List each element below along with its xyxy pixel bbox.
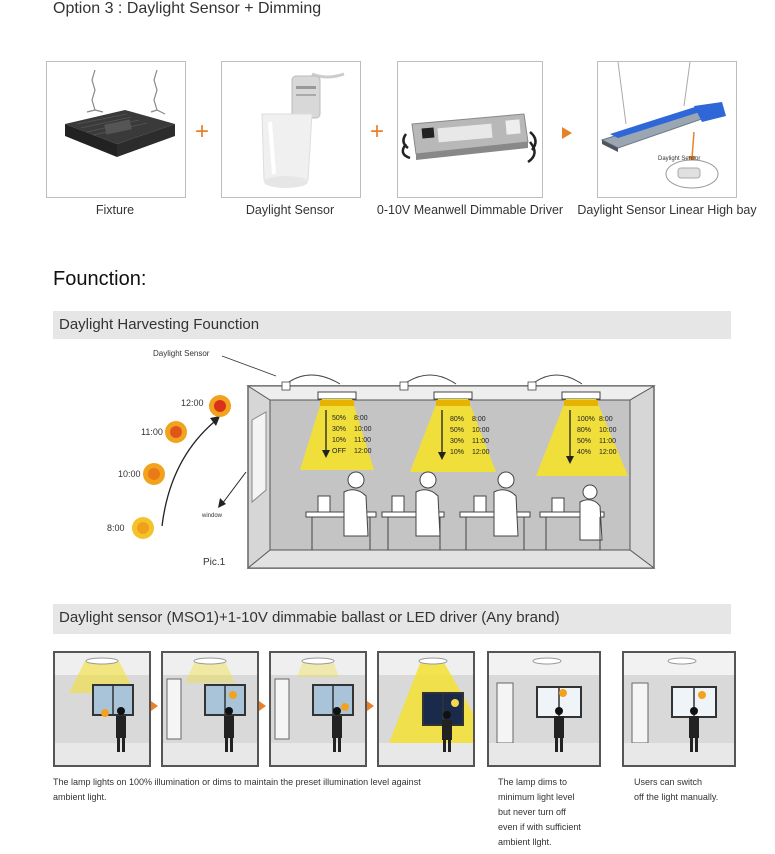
linear-high-bay-image: Daylight Sensor [597,61,737,198]
caption-illumination: The lamp lights on 100% illumination or … [53,777,421,802]
sun-icon [143,463,165,485]
lamp-2-levels: 80%8:00 50%10:00 30%11:00 10%12:00 [450,416,490,456]
room-scene-1 [53,651,151,767]
harvest-title-bar: Daylight Harvesting Founction [53,311,731,339]
room-scene-2 [161,651,259,767]
room-scene-3 [269,651,367,767]
arrow-right-icon [562,127,572,139]
inset-label: Daylight Sensor [658,156,701,162]
page-title: Option 3 : Daylight Sensor + Dimming [53,0,322,17]
plus-icon: + [370,118,385,145]
dimmable-driver-image [397,61,543,198]
ballast-title: Daylight sensor (MSO1)+1-10V dimmabie ba… [59,609,560,626]
room-scene-6 [622,651,736,767]
fixture-image [46,61,186,198]
arrow-right-icon [151,701,158,711]
product-label-highbay: Daylight Sensor Linear High bay [577,203,757,217]
sun-icon [209,395,231,417]
window-label: window [202,513,223,519]
daylight-sensor-label: Daylight Sensor [153,349,210,358]
plus-icon: + [195,118,210,145]
product-label-sensor: Daylight Sensor [245,203,335,217]
sun-time-label: 10:00 [118,469,141,479]
room-scene-4 [377,651,475,767]
section-heading: Founction: [53,268,147,290]
sun-time-label: 12:00 [181,398,204,408]
daylight-sensor-image [221,61,361,198]
sun-icon [132,517,154,539]
lamp-3-levels: 100%8:00 80%10:00 50%11:00 40%12:00 [577,416,617,456]
sun-time-label: 11:00 [141,427,163,437]
product-label-driver: 0-10V Meanwell Dimmable Driver [376,203,564,217]
pic-label: Pic.1 [203,557,226,568]
caption-minimum-level: The lamp dims to minimum light level but… [498,777,581,847]
ballast-title-bar: Daylight sensor (MSO1)+1-10V dimmabie ba… [53,604,731,634]
arrow-right-icon [259,701,266,711]
product-label-fixture: Fixture [95,203,135,217]
harvest-diagram [161,355,656,569]
caption-manual-off: Users can switch off the light manually. [634,777,719,802]
arrow-right-icon [367,701,374,711]
sun-icon [165,421,187,443]
sun-time-label: 8:00 [107,523,125,533]
harvest-title: Daylight Harvesting Founction [59,316,260,333]
room-scene-5 [487,651,601,767]
